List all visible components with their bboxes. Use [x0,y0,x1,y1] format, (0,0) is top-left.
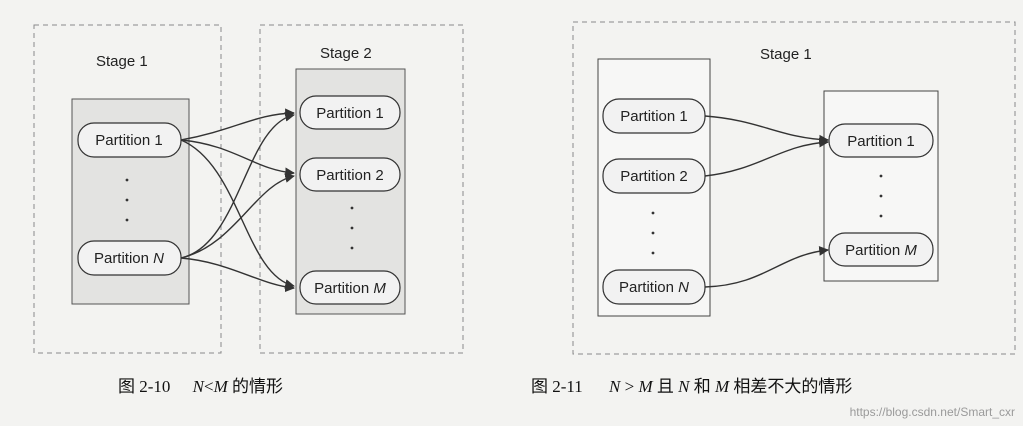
stage1-ellipsis [125,178,129,222]
svg-text:Partition N: Partition N [619,279,689,296]
svg-text:Partition M: Partition M [314,280,386,297]
edge-s1pn-to-s2p1 [180,111,295,259]
svg-text:Partition 1: Partition 1 [620,108,688,125]
edge-s1p1-to-s2p1 [180,108,295,141]
edge-p2-to-p1 [704,137,829,177]
svg-text:Partition 1: Partition 1 [95,132,163,149]
edge-p1-to-p1 [704,115,829,145]
svg-text:Partition 2: Partition 2 [316,167,384,184]
stage2-partition-2: Partition 2 [299,157,401,192]
stage2-label: Stage 2 [320,45,372,62]
stage2-partition-1: Partition 1 [299,95,401,130]
edge-s1p1-to-s2pm [180,139,295,289]
right-left-ellipsis [651,211,655,255]
right-stage1-label: Stage 1 [760,46,812,63]
stage2-dashed-box [259,24,464,354]
watermark-text: https://blog.csdn.net/Smart_cxr [850,405,1015,419]
svg-text:Partition 2: Partition 2 [620,168,688,185]
caption-fig-2-10: 图 2-10 N<M 的情形 [118,377,283,396]
svg-text:Partition N: Partition N [94,250,164,267]
edge-s1p1-to-s2p2 [180,139,295,178]
stage1-partition-1: Partition 1 [77,122,182,158]
stage1-partition-n: Partition N [77,240,182,276]
right-right-partition-m: Partition M [828,232,934,267]
stage2-ellipsis [350,206,354,250]
right-edges [704,115,829,288]
svg-text:Partition 1: Partition 1 [316,105,384,122]
stage2-partition-m: Partition M [299,270,401,305]
edge-pn-to-pm [704,246,829,288]
left-edges [180,108,295,293]
edge-s1pn-to-s2p2 [180,173,295,259]
right-right-ellipsis [879,174,883,218]
right-stage-dashed-box [572,21,1016,355]
caption-fig-2-11: 图 2-11 N > M 且 N 和 M 相差不大的情形 [531,377,852,396]
right-left-partition-n: Partition N [602,269,706,305]
edge-s1pn-to-s2pm [180,257,295,293]
stage1-dashed-box [33,24,222,354]
svg-text:Partition 1: Partition 1 [847,133,915,150]
svg-text:Partition M: Partition M [845,242,917,259]
right-left-partition-2: Partition 2 [602,158,706,194]
right-left-partition-1: Partition 1 [602,98,706,134]
right-right-partition-1: Partition 1 [828,123,934,158]
stage1-label: Stage 1 [96,53,148,70]
